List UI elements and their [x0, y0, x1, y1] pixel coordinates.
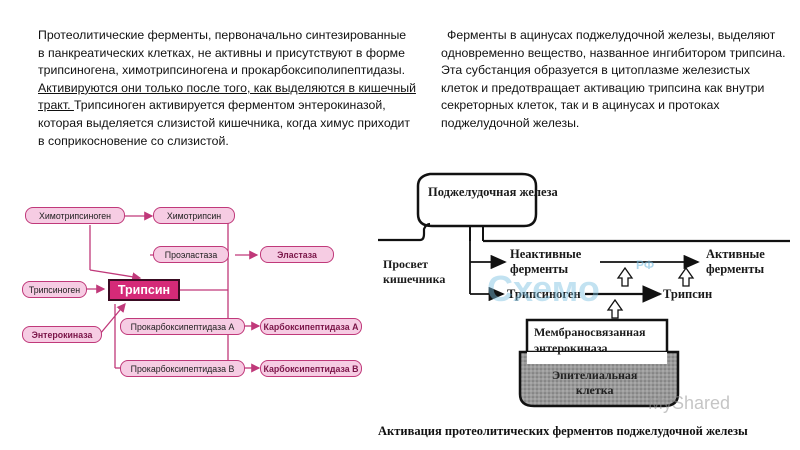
node-procarboxypeptidase-a: Прокарбоксипептидаза А: [120, 318, 245, 335]
watermark-schema-logo: Схемо: [487, 268, 600, 309]
node-chymotrypsin: Химотрипсин: [153, 207, 235, 224]
scheme-trypsinogen-label: Трипсиноген: [507, 287, 581, 301]
left-paragraph-underlined: Активируются они только после того, как …: [38, 80, 416, 113]
node-trypsinogen: Трипсиноген: [22, 281, 87, 298]
node-procarboxypeptidase-b: Прокарбоксипептидаза В: [120, 360, 245, 377]
node-carboxypeptidase-a: Карбоксипептидаза А: [260, 318, 362, 335]
node-proelastase: Проэластаза: [153, 246, 229, 263]
watermark-myshared: MyShared: [648, 393, 731, 413]
node-trypsin: Трипсин: [108, 279, 180, 301]
right-paragraph-text: Ферменты в ацинусах поджелудочной железы…: [441, 28, 786, 130]
left-paragraph-text-end: Трипсиноген активируется ферментом энтер…: [38, 98, 411, 148]
epithelial-cell: [518, 350, 680, 408]
pancreas-shape: [416, 172, 538, 228]
arrow-chymo-link: [89, 269, 142, 282]
scheme-pancreas-label: Поджелудочная железа: [428, 185, 558, 199]
node-chymotrypsinogen: Химотрипсиноген: [25, 207, 125, 224]
watermark-schema-suffix: РФ: [636, 258, 655, 272]
up-arrow-3: [606, 298, 624, 319]
right-paragraph: Ферменты в ацинусах поджелудочной железы…: [441, 27, 786, 133]
left-paragraph: Протеолитические ферменты, первоначально…: [38, 27, 416, 150]
left-paragraph-text: Протеолитические ферменты, первоначально…: [38, 28, 407, 78]
node-elastase: Эластаза: [260, 246, 334, 263]
node-carboxypeptidase-b: Карбоксипептидаза В: [260, 360, 362, 377]
scheme-caption: Активация протеолитических ферментов под…: [378, 424, 748, 438]
up-arrow-1: [616, 266, 634, 287]
up-arrow-2: [677, 266, 695, 287]
node-enterokinase: Энтерокиназа: [22, 326, 102, 343]
arrow-enterokinase: [99, 303, 126, 335]
pancreas-duct: [469, 226, 484, 241]
lumen-wall: [378, 222, 431, 242]
scheme-trypsin-label: Трипсин: [663, 287, 713, 301]
